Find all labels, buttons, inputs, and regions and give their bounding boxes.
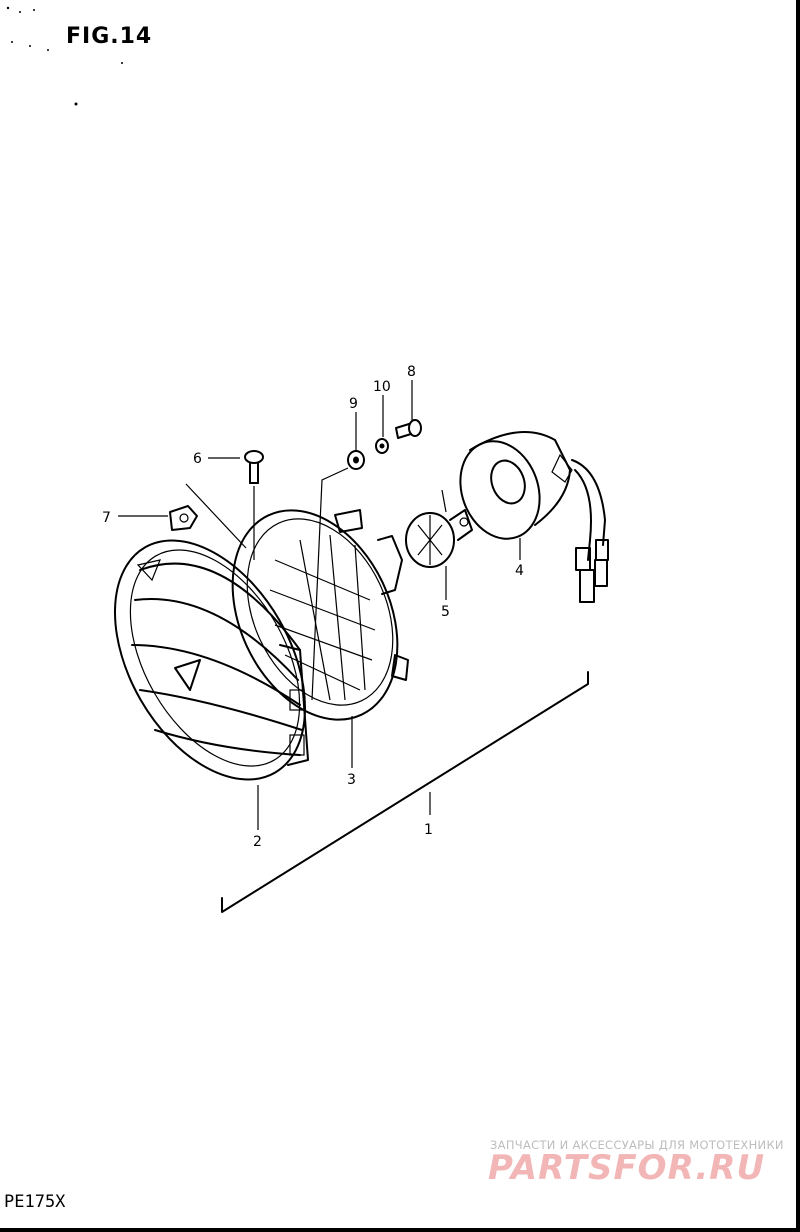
bulb-part-5 <box>405 489 473 568</box>
watermark-brand: PARTSFOR.RU <box>488 1148 766 1188</box>
callout-8: 8 <box>407 364 416 380</box>
callout-2: 2 <box>253 834 262 850</box>
scan-speckles <box>6 6 123 106</box>
callout-9: 9 <box>349 396 358 412</box>
sealed-beam-unit <box>231 509 409 721</box>
callout-3: 3 <box>347 772 356 788</box>
lens-pattern <box>269 534 376 701</box>
callout-4: 4 <box>515 563 524 579</box>
washer-part-9 <box>311 450 365 701</box>
callout-7: 7 <box>102 510 111 526</box>
frame-border-right <box>796 0 800 1232</box>
frame-border-bottom <box>0 1228 800 1232</box>
callout-labels: 1 2 3 4 5 6 7 8 9 10 <box>102 364 524 850</box>
callout-10: 10 <box>373 379 391 395</box>
callout-1: 1 <box>424 822 433 838</box>
figure-title: FIG.14 <box>66 24 153 49</box>
callout-5: 5 <box>441 604 450 620</box>
callout-6: 6 <box>193 451 202 467</box>
socket-cover-part-4 <box>459 431 609 603</box>
screw-part-8 <box>395 419 422 439</box>
callout-leaders <box>118 380 589 913</box>
headlight-guard-rim <box>114 539 309 781</box>
nut-part-7 <box>169 483 247 549</box>
washer-part-10 <box>375 438 389 454</box>
model-code: PE175X <box>4 1192 66 1212</box>
watermark-tagline: ЗАПЧАСТИ И АКСЕССУАРЫ ДЛЯ МОТОТЕХНИКИ <box>490 1138 784 1152</box>
screw-part-6 <box>244 450 264 560</box>
